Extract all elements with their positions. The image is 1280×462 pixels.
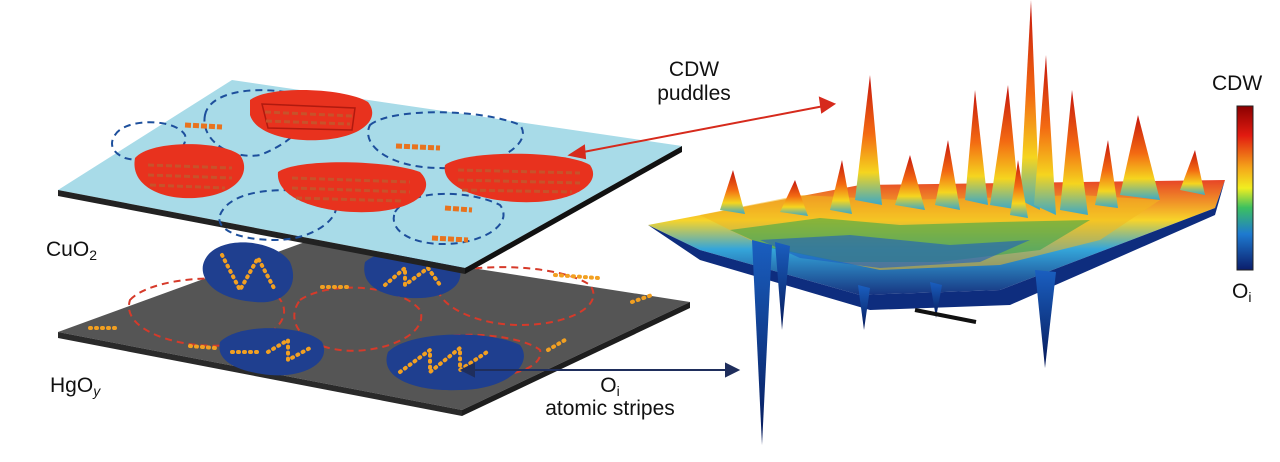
hgoy-label-sub: y <box>93 383 101 399</box>
colorbar-bottom-main: O <box>1232 280 1249 303</box>
3d-surface-plot <box>648 0 1225 445</box>
colorbar-bottom-sub: i <box>1248 289 1252 305</box>
cdw-puddle-2 <box>134 144 245 199</box>
cuo2-label-sub: 2 <box>89 247 97 263</box>
colorbar-top-label: CDW <box>1212 72 1263 95</box>
oi-puddle-1 <box>202 242 294 303</box>
oi-puddle-3 <box>219 328 325 376</box>
cdw-fragments <box>184 122 473 243</box>
oi-label-sub: i <box>616 383 620 399</box>
cdw-puddle-4 <box>444 153 594 203</box>
colorbar-bottom-label: Oi <box>1232 280 1251 305</box>
oi-stripes-label: Oi atomic stripes <box>520 374 700 421</box>
scale-bar <box>914 308 977 324</box>
cdw-puddles-line1: CDW <box>668 58 720 81</box>
oi-puddle-4 <box>386 334 524 391</box>
oi-label: Oi <box>520 374 700 399</box>
hgoy-label-main: HgO <box>50 374 94 397</box>
oi-dot-rows <box>88 273 654 352</box>
oi-label-main: O <box>600 374 617 397</box>
cuo2-label-main: CuO <box>46 238 90 261</box>
cdw-puddles-label: CDW puddles <box>654 58 734 106</box>
cdw-puddle-3 <box>277 162 427 213</box>
oi-arrow <box>459 362 741 378</box>
cuo2-label: CuO2 <box>46 238 97 263</box>
cdw-puddle-1 <box>250 90 373 141</box>
colorbar <box>1236 105 1254 271</box>
cdw-arrow <box>567 96 837 160</box>
oi-caption: atomic stripes <box>545 397 675 420</box>
hgoy-label: HgOy <box>50 374 100 399</box>
cdw-puddles-line2: puddles <box>657 82 731 105</box>
